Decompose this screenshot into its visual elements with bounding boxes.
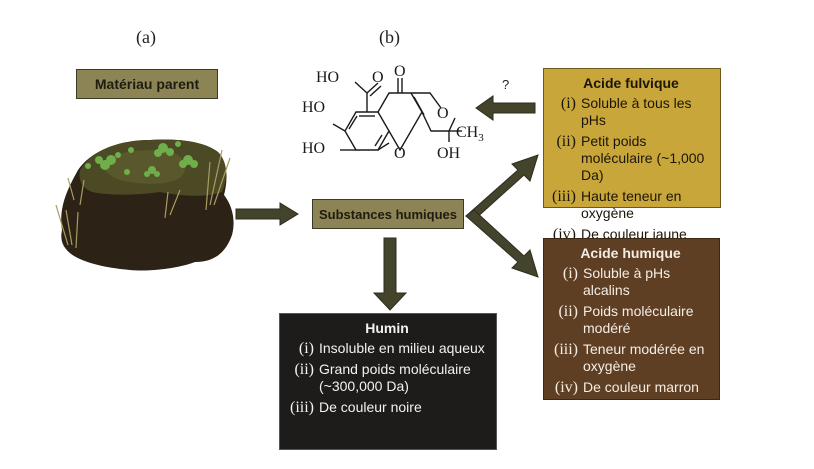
property-text: De couleur marron bbox=[583, 379, 699, 395]
molecule-atom-labels: HO O O HO HO O O CH3 OH bbox=[302, 63, 484, 162]
fulvic-acid-title: Acide fulvique bbox=[583, 75, 679, 91]
humin-property: (ii) Grand poids moléculaire (~300,000 D… bbox=[286, 361, 488, 395]
property-text: Insoluble en milieu aqueux bbox=[319, 340, 485, 356]
property-number: (i) bbox=[562, 265, 578, 282]
arrow-to-humic-substances bbox=[235, 202, 299, 226]
fulvic-acid-property: (iii) Haute teneur en oxygène bbox=[550, 188, 712, 222]
humic-acid-property: (i) Soluble à pHs alcalins bbox=[550, 265, 711, 299]
panel-a-label: (a) bbox=[136, 27, 156, 47]
humic-acid-title: Acide humique bbox=[580, 245, 681, 261]
arrow-to-humic-acid bbox=[465, 209, 539, 278]
humin-title: Humin bbox=[365, 320, 409, 336]
panel-b-label: (b) bbox=[379, 27, 400, 47]
property-text: Grand poids moléculaire (~300,000 Da) bbox=[319, 361, 471, 394]
humic-acid-property: (ii) Poids moléculaire modéré bbox=[550, 303, 711, 337]
unknown-link-label: ? bbox=[502, 77, 510, 92]
humic-acid-box: Acide humique (i) Soluble à pHs alcalins… bbox=[543, 238, 720, 400]
arrow-to-molecule bbox=[475, 95, 536, 121]
humin-box: Humin (i) Insoluble en milieu aqueux (ii… bbox=[279, 313, 497, 450]
property-number: (ii) bbox=[294, 361, 314, 378]
atom-ring-oxygen-right: O bbox=[437, 105, 449, 122]
fulvic-acid-molecule bbox=[332, 78, 462, 152]
property-text: Soluble à pHs alcalins bbox=[583, 265, 671, 298]
property-text: Teneur modérée en oxygène bbox=[583, 341, 705, 374]
atom-acid-o: O bbox=[372, 69, 384, 86]
soil-clump-icon bbox=[55, 139, 234, 271]
property-number: (iii) bbox=[554, 341, 578, 358]
humin-property: (iii) De couleur noire bbox=[286, 399, 488, 416]
humic-acid-property: (iv) De couleur marron bbox=[550, 379, 711, 396]
property-number: (iii) bbox=[290, 399, 314, 416]
methyl-ch: CH bbox=[456, 124, 479, 141]
property-text: Haute teneur en oxygène bbox=[581, 188, 682, 221]
methyl-subscript: 3 bbox=[478, 132, 484, 144]
atom-hydroxyl-lower: HO bbox=[302, 140, 325, 157]
humic-substances-label: Substances humiques bbox=[319, 206, 457, 222]
parent-material-label: Matériau parent bbox=[94, 76, 200, 92]
humic-substances-box: Substances humiques bbox=[312, 199, 464, 229]
property-text: Petit poids moléculaire (~1,000 Da) bbox=[581, 133, 705, 183]
property-text: De couleur noire bbox=[319, 399, 422, 415]
property-number: (ii) bbox=[558, 303, 578, 320]
atom-hydroxyl-tertiary: OH bbox=[437, 145, 461, 162]
grass-blades-icon bbox=[55, 149, 231, 249]
clover-leaves-icon bbox=[85, 141, 198, 177]
atom-methyl: CH3 bbox=[456, 124, 484, 144]
property-text: Soluble à tous les pHs bbox=[581, 95, 692, 128]
property-number: (ii) bbox=[556, 133, 576, 150]
property-number: (iii) bbox=[552, 188, 576, 205]
atom-hydroxyl-upper: HO bbox=[302, 99, 325, 116]
property-number: (i) bbox=[560, 95, 576, 112]
fulvic-acid-property: (ii) Petit poids moléculaire (~1,000 Da) bbox=[550, 133, 712, 184]
humin-property: (i) Insoluble en milieu aqueux bbox=[286, 340, 488, 357]
atom-ketone-o: O bbox=[394, 63, 406, 80]
arrow-to-humin bbox=[372, 237, 408, 311]
parent-material-box: Matériau parent bbox=[76, 69, 218, 99]
fulvic-acid-property: (i) Soluble à tous les pHs bbox=[550, 95, 712, 129]
property-text: Poids moléculaire modéré bbox=[583, 303, 694, 336]
arrow-to-fulvic-acid bbox=[465, 154, 539, 221]
property-number: (i) bbox=[298, 340, 314, 357]
fulvic-acid-box: Acide fulvique (i) Soluble à tous les pH… bbox=[543, 68, 721, 243]
humic-acid-property: (iii) Teneur modérée en oxygène bbox=[550, 341, 711, 375]
property-number: (iv) bbox=[554, 379, 578, 396]
atom-ring-oxygen-bottom: O bbox=[394, 145, 406, 162]
atom-acid-oh: HO bbox=[316, 69, 339, 86]
